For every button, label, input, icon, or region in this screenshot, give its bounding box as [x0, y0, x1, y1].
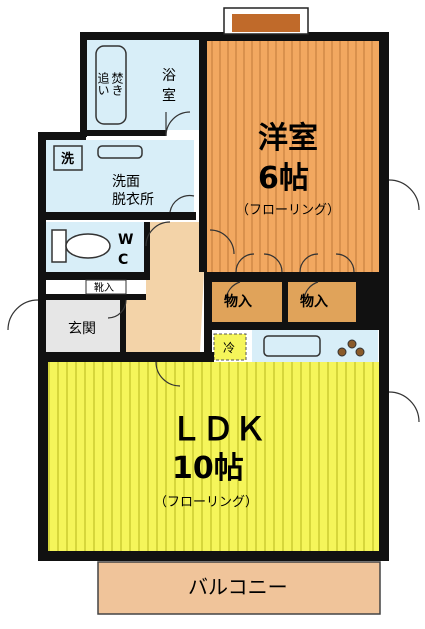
door-arcs	[7, 111, 420, 423]
toilet-bowl-icon	[65, 233, 111, 259]
washer-box	[53, 145, 83, 171]
toilet-label-2: C	[118, 252, 128, 268]
ldk-floor	[48, 362, 379, 551]
western-room-floor	[207, 40, 379, 272]
fridge-spot	[213, 333, 247, 361]
washroom-name-2: 脱衣所	[112, 192, 154, 208]
bathroom-name-1: 浴	[162, 68, 176, 84]
hallway-floor	[124, 222, 204, 352]
walls	[38, 7, 389, 561]
closet-left-name: 物入	[224, 293, 252, 310]
ldk-floor-label: （フローリング）	[154, 495, 258, 510]
sink-icon	[263, 335, 321, 357]
washroom-name-1: 洗面	[112, 174, 140, 190]
toilet-tank-icon	[51, 229, 67, 263]
western-room-size: 6帖	[258, 161, 309, 196]
fridge-label: 冷	[223, 341, 235, 355]
stove-icon	[337, 339, 365, 357]
ldk-name: ＬＤＫ	[170, 410, 266, 448]
toilet-label-1: W	[118, 232, 133, 248]
entrance-floor	[46, 300, 124, 352]
ldk-size: 10帖	[172, 451, 244, 486]
washbasin	[97, 145, 143, 159]
closet-right-name: 物入	[300, 293, 328, 310]
entrance-name: 玄関	[68, 320, 96, 337]
western-room-name: 洋室	[258, 121, 318, 156]
balcony-floor	[97, 561, 381, 615]
shoe-storage-label: 靴入	[94, 281, 114, 294]
bathroom-name-2: 室	[162, 87, 176, 104]
shoe-rack	[85, 279, 127, 295]
closet-right-floor	[288, 282, 356, 322]
reheat-line2: 焚き	[110, 72, 124, 96]
balcony-name: バルコニー	[188, 575, 288, 599]
reheat-line1: 追い	[96, 71, 110, 96]
washer-label: 洗	[61, 151, 74, 167]
bathtub	[95, 45, 127, 125]
western-room-floor-label: （フローリング）	[236, 203, 340, 218]
closet-left-floor	[210, 282, 282, 322]
